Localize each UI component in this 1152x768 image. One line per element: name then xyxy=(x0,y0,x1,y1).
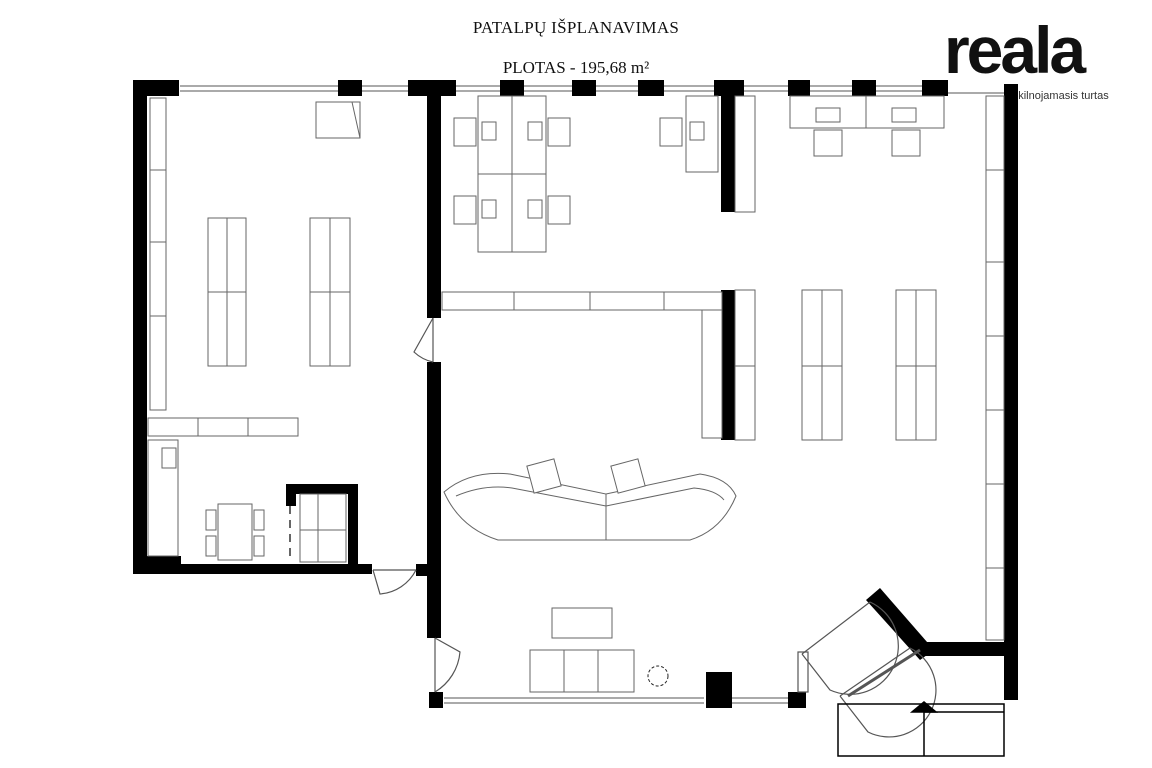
walls xyxy=(133,80,1018,708)
windows xyxy=(180,85,1010,704)
reala-logo: reala nekilnojamasis turtas xyxy=(944,14,1124,104)
furniture xyxy=(147,95,1005,693)
stairs xyxy=(837,701,1005,757)
logo-tagline: nekilnojamasis turtas xyxy=(1006,90,1109,102)
plan-area: PLOTAS - 195,68 m² xyxy=(502,58,650,77)
logo-word: reala xyxy=(944,13,1086,87)
doors xyxy=(372,317,937,738)
plan-title: PATALPŲ IŠPLANAVIMAS xyxy=(472,18,680,37)
